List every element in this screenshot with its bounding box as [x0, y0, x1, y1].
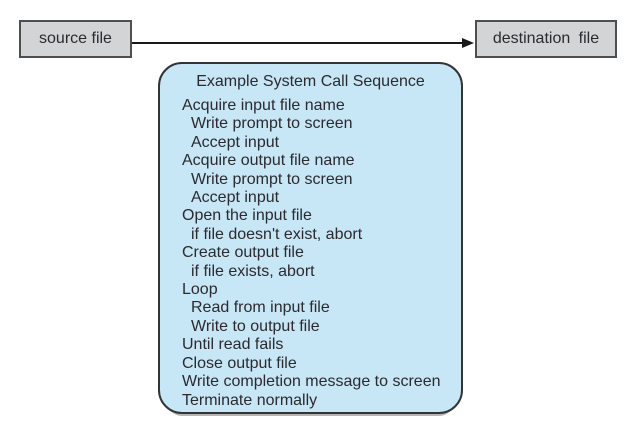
arrow-line — [132, 42, 466, 44]
source-file-label: source file — [39, 30, 112, 47]
syscall-line: Terminate normally — [182, 391, 318, 409]
syscall-line: Close output file — [182, 354, 297, 372]
syscall-line: Open the input file — [182, 207, 312, 225]
syscall-line: Loop — [182, 281, 218, 299]
syscall-line: Until read fails — [182, 336, 284, 354]
syscall-line: Write prompt to screen — [191, 115, 353, 133]
syscall-line: Acquire output file name — [182, 152, 355, 170]
system-call-sequence-panel: Example System Call Sequence Acquire inp… — [158, 62, 463, 414]
destination-file-box: destination file — [475, 20, 617, 58]
syscall-line: if file doesn't exist, abort — [191, 225, 363, 243]
syscall-line: Write prompt to screen — [191, 170, 353, 188]
panel-title: Example System Call Sequence — [196, 73, 425, 90]
syscall-line: Accept input — [191, 189, 280, 207]
source-file-box: source file — [19, 20, 132, 58]
syscall-line: Create output file — [182, 244, 304, 262]
syscall-line: Read from input file — [191, 299, 330, 317]
syscall-line: Write completion message to screen — [182, 373, 441, 391]
syscall-line: Write to output file — [191, 317, 320, 335]
syscall-line: Accept input — [191, 133, 280, 151]
destination-file-label: destination file — [492, 30, 600, 47]
syscall-line: if file exists, abort — [191, 262, 315, 280]
arrow-head-icon — [462, 38, 474, 48]
syscall-line: Acquire input file name — [182, 97, 345, 114]
